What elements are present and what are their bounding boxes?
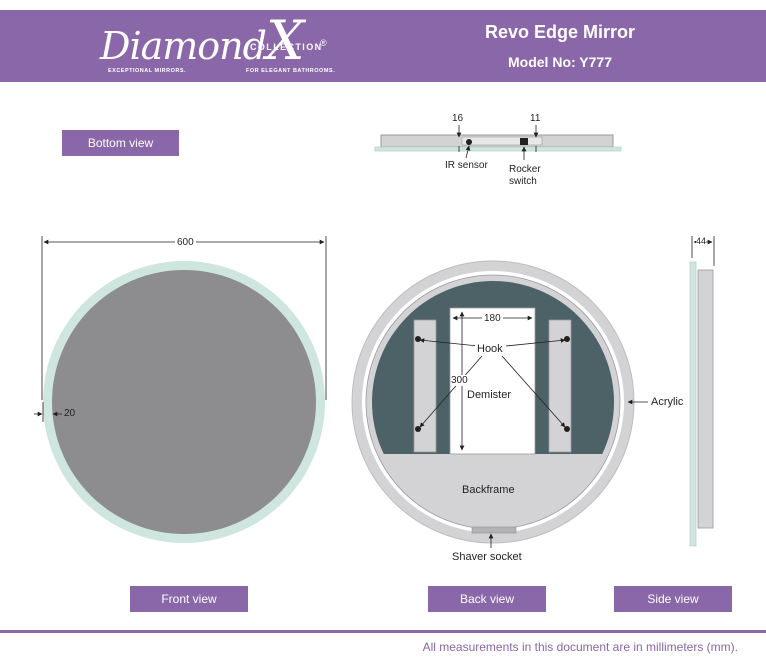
brand-name: DiamondX xyxy=(100,9,304,72)
side-view-label: Side view xyxy=(614,586,732,612)
ir-sensor-dot xyxy=(466,139,472,145)
back-view-drawing xyxy=(351,260,648,548)
hook-marks xyxy=(415,336,570,432)
bottom-view-label: Bottom view xyxy=(62,130,179,156)
shaver-socket-block xyxy=(471,526,517,534)
hook-leader-top-left xyxy=(419,338,479,347)
model-number: Model No: Y777 xyxy=(508,54,612,70)
bottom-view-drawing xyxy=(374,125,622,160)
footer-note: All measurements in this document are in… xyxy=(422,640,738,654)
dim-11-label: 11 xyxy=(530,113,541,124)
rail-spacing-label: 180 xyxy=(482,313,503,324)
rail-height-label: 300 xyxy=(451,375,468,386)
side-view-drawing xyxy=(689,236,715,547)
side-frame-body xyxy=(697,269,714,529)
header-banner: DiamondX COLLECTION ® EXCEPTIONAL MIRROR… xyxy=(0,10,766,82)
dim-16-label: 16 xyxy=(452,113,464,124)
rocker-label-line1: Rocker xyxy=(509,164,541,175)
ir-sensor-label: IR sensor xyxy=(445,160,488,171)
acrylic-label: Acrylic xyxy=(651,396,684,408)
ir-sensor-leader xyxy=(465,145,471,159)
backframe-label: Backframe xyxy=(462,484,515,496)
demister-label: Demister xyxy=(467,389,512,401)
front-width-label: 600 xyxy=(175,237,196,248)
tagline-right: FOR ELEGANT BATHROOMS. xyxy=(246,68,336,74)
registered-mark: ® xyxy=(320,38,327,48)
back-view-label: Back view xyxy=(428,586,546,612)
brand-x: X xyxy=(266,9,304,72)
footer-rule xyxy=(0,630,766,633)
rocker-switch-block xyxy=(520,138,528,145)
bottom-control-strip xyxy=(461,136,543,146)
product-title: Revo Edge Mirror xyxy=(484,22,636,42)
rocker-label-line2: switch xyxy=(509,176,537,187)
brand-logo[interactable]: DiamondX COLLECTION ® EXCEPTIONAL MIRROR… xyxy=(100,9,335,78)
hook-leader-bottom-left xyxy=(419,355,483,428)
side-acrylic-panel xyxy=(689,261,697,547)
hook-leader-bottom-right xyxy=(501,355,566,428)
hook-label: Hook xyxy=(475,343,505,355)
tagline-left: EXCEPTIONAL MIRRORS. xyxy=(108,68,187,74)
brand-collection: COLLECTION xyxy=(250,42,323,52)
right-rail xyxy=(548,319,572,453)
shaver-socket-label: Shaver socket xyxy=(452,551,522,563)
front-view-label: Front view xyxy=(130,586,248,612)
front-border-label: 20 xyxy=(64,408,76,419)
left-rail xyxy=(413,319,437,453)
side-depth-label: 44 xyxy=(696,236,707,246)
front-mirror-glass xyxy=(52,270,316,534)
hook-leader-top-right xyxy=(505,338,566,347)
bottom-acrylic-edge xyxy=(374,146,622,152)
front-view-drawing xyxy=(34,236,327,543)
